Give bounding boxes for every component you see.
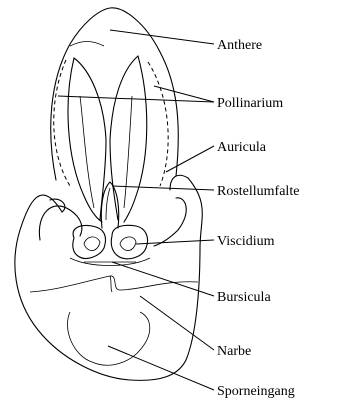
- label-rostellumfalte: Rostellumfalte: [217, 184, 299, 199]
- outer-outline: [15, 175, 202, 380]
- leader-lines: [58, 30, 214, 390]
- leader-bursicula: [112, 262, 214, 296]
- anther-cap: [51, 8, 179, 180]
- label-pollinarium: Pollinarium: [217, 96, 283, 111]
- leader-anthere: [110, 30, 214, 44]
- label-anthere: Anthere: [217, 38, 262, 53]
- column-body: [39, 198, 186, 246]
- leader-auricula: [166, 146, 214, 172]
- label-bursicula: Bursicula: [217, 290, 271, 305]
- pollinarium-right: [110, 56, 168, 222]
- labels: Anthere Pollinarium Auricula Rostellumfa…: [217, 38, 299, 399]
- label-viscidium: Viscidium: [217, 234, 275, 249]
- leader-sporneingang: [108, 346, 214, 390]
- pollinarium-left: [54, 58, 106, 222]
- label-narbe: Narbe: [217, 344, 251, 359]
- leader-narbe: [140, 296, 214, 350]
- leader-pollinarium-a: [58, 96, 214, 102]
- leader-rostellumfalte: [112, 186, 214, 190]
- label-sporneingang: Sporneingang: [217, 384, 295, 399]
- label-auricula: Auricula: [217, 140, 267, 155]
